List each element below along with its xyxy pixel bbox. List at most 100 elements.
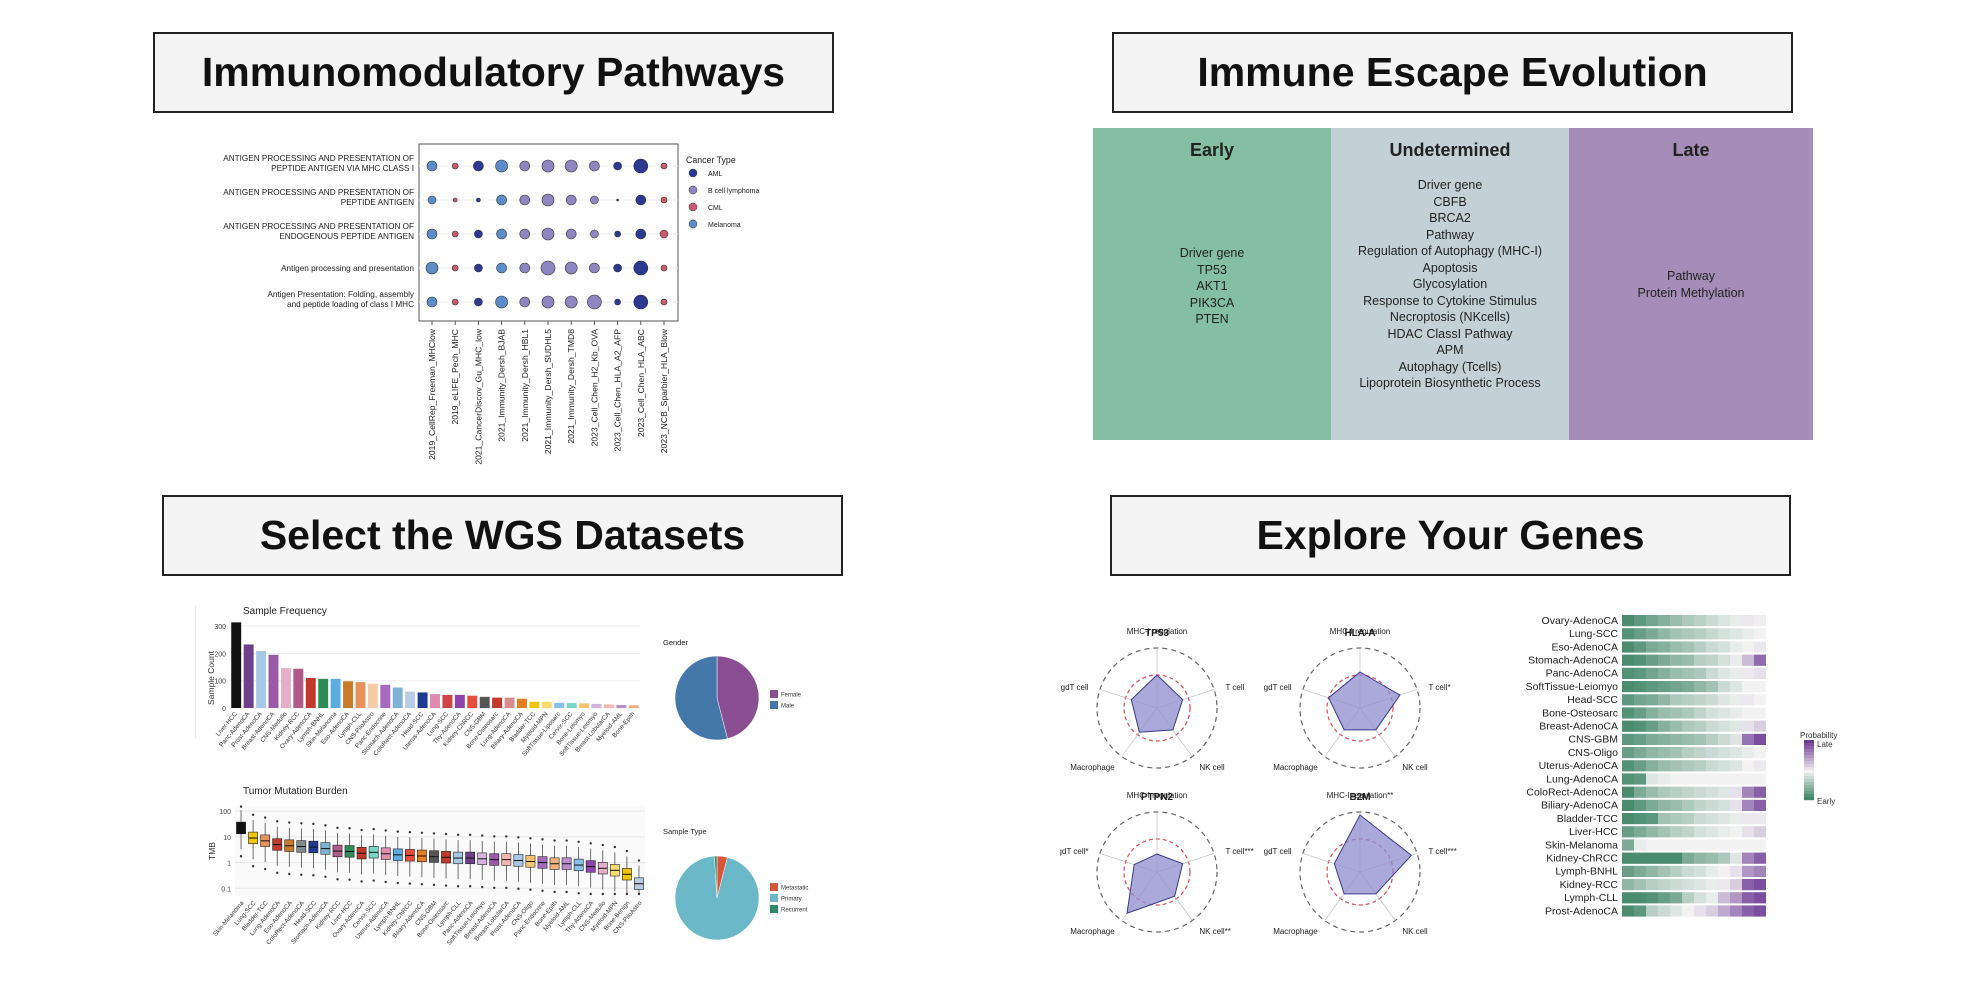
- heatmap-cell: [1742, 826, 1754, 838]
- heatmap-cell: [1718, 892, 1730, 904]
- heatmap-cell: [1670, 773, 1682, 785]
- heatmap-cell: [1658, 852, 1670, 864]
- dot: [565, 194, 577, 206]
- legend-gradient: [1804, 764, 1814, 768]
- heatmap-cell: [1754, 826, 1766, 838]
- heatmap-cell: [1706, 747, 1718, 759]
- legend-title: Cancer Type: [686, 155, 736, 165]
- heatmap-cell: [1718, 852, 1730, 864]
- heatmap-cell: [1694, 681, 1706, 693]
- radar-polygon: [1327, 671, 1401, 731]
- heatmap-row-label: Breast-AdenoCA: [1539, 721, 1618, 733]
- heatmap-cell: [1622, 760, 1634, 772]
- immune-escape-evolution-title[interactable]: Immune Escape Evolution: [1112, 32, 1793, 113]
- heatmap-cell: [1694, 760, 1706, 772]
- dot: [635, 228, 647, 240]
- undetermined-item: Lipoprotein Biosynthetic Process: [1359, 376, 1541, 390]
- heatmap-row-label: Eso-AdenoCA: [1551, 641, 1618, 653]
- heatmap-cell: [1670, 826, 1682, 838]
- row-label: ANTIGEN PROCESSING AND PRESENTATION OF: [223, 222, 414, 231]
- radar-axis-label: MHC-I regulation: [1127, 791, 1187, 800]
- heatmap-cell: [1682, 747, 1694, 759]
- dot: [452, 197, 458, 203]
- dot: [541, 227, 555, 241]
- immunomodulatory-pathways-title[interactable]: Immunomodulatory Pathways: [153, 32, 834, 113]
- heatmap-cell: [1718, 733, 1730, 745]
- pie-title: Sample Type: [663, 827, 707, 836]
- heatmap-cell: [1706, 786, 1718, 798]
- heatmap-row-label: Kidney-ChRCC: [1546, 853, 1618, 865]
- heatmap-cell: [1718, 694, 1730, 706]
- heatmap-cell: [1730, 615, 1742, 627]
- heatmap-cell: [1706, 813, 1718, 825]
- outlier: [372, 879, 375, 882]
- dot: [613, 161, 622, 171]
- heatmap-cell: [1694, 905, 1706, 917]
- radar-polygon: [1126, 853, 1184, 915]
- heatmap-cell: [1682, 641, 1694, 653]
- outlier: [577, 892, 580, 895]
- outlier: [637, 859, 641, 862]
- dot: [614, 230, 621, 238]
- legend-label: Metastatic: [781, 886, 808, 892]
- heatmap-cell: [1694, 852, 1706, 864]
- undetermined-item: Pathway: [1426, 227, 1474, 242]
- outlier: [360, 828, 363, 832]
- heatmap-cell: [1670, 905, 1682, 917]
- heatmap-cell: [1670, 760, 1682, 772]
- heatmap-cell: [1694, 628, 1706, 640]
- explore-your-genes-title[interactable]: Explore Your Genes: [1110, 495, 1791, 576]
- early-item: PIK3CA: [1189, 295, 1235, 310]
- y-tick: 300: [214, 624, 226, 631]
- col-label: 2021_Immunity_Dersh_SUDHL5: [543, 329, 553, 454]
- heatmap-cell: [1682, 905, 1694, 917]
- heatmap-cell: [1742, 879, 1754, 891]
- pie-slice: [674, 855, 760, 941]
- radar-axis-label: T cell***: [1225, 847, 1253, 856]
- outlier: [456, 885, 460, 888]
- y-tick: 1: [227, 861, 231, 868]
- dot: [426, 160, 438, 172]
- dot: [519, 160, 531, 172]
- heatmap-cell: [1634, 667, 1646, 679]
- dot: [427, 195, 437, 205]
- heatmap-cell: [1622, 667, 1634, 679]
- heatmap-cell: [1754, 799, 1766, 811]
- radar-axis-label: T cell*: [1428, 683, 1450, 692]
- outlier: [589, 842, 592, 845]
- heatmap-cell: [1730, 826, 1742, 838]
- heatmap-cell: [1670, 813, 1682, 825]
- heatmap-cell: [1754, 628, 1766, 640]
- dot: [660, 196, 668, 204]
- undetermined-item: CBFB: [1433, 194, 1467, 209]
- outlier: [263, 816, 267, 819]
- legend-gradient: [1804, 794, 1814, 798]
- heatmap-cell: [1634, 681, 1646, 693]
- heatmap-row-label: Panc-AdenoCA: [1546, 668, 1618, 680]
- dot: [519, 194, 531, 206]
- heatmap-cell: [1730, 747, 1742, 759]
- heatmap-cell: [1658, 786, 1670, 798]
- heatmap-cell: [1730, 760, 1742, 772]
- legend-dot: [688, 185, 698, 195]
- heatmap-cell: [1754, 667, 1766, 679]
- heatmap-cell: [1682, 786, 1694, 798]
- dot: [496, 194, 507, 206]
- outlier: [613, 845, 617, 849]
- heatmap-cell: [1706, 760, 1718, 772]
- heatmap-cell: [1646, 773, 1658, 785]
- y-tick: 0.1: [221, 886, 231, 893]
- radar-polygon: [1333, 814, 1413, 895]
- legend-gradient: [1804, 761, 1814, 765]
- dot: [451, 298, 459, 306]
- heatmap-cell: [1634, 826, 1646, 838]
- outlier: [336, 878, 339, 881]
- bar: [293, 668, 304, 708]
- select-wgs-datasets-title[interactable]: Select the WGS Datasets: [162, 495, 843, 576]
- bar: [380, 684, 391, 708]
- legend-gradient: [1804, 752, 1814, 756]
- outlier: [468, 885, 472, 888]
- outlier: [396, 830, 399, 833]
- heatmap-row-label: Head-SCC: [1567, 694, 1618, 706]
